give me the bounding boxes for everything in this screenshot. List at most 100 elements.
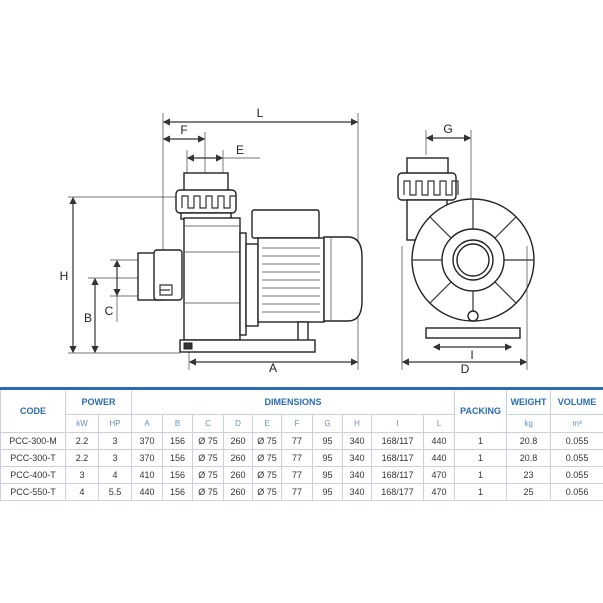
header-row: CODE POWER DIMENSIONS PACKING WEIGHT VOL… (0, 388, 603, 433)
table-cell: 260 (223, 432, 254, 450)
header-packing: PACKING (454, 388, 508, 433)
table-cell: 4 (97, 466, 133, 484)
subheader: D (223, 414, 254, 433)
table-cell: Ø 75 (192, 483, 225, 501)
table-cell: 440 (423, 432, 456, 450)
table-cell: 340 (342, 449, 373, 467)
table-cell: 77 (281, 449, 314, 467)
table-cell: 1 (454, 483, 508, 501)
subheader: F (281, 414, 314, 433)
dim-label-C: C (105, 304, 114, 318)
table-cell: 168/117 (371, 466, 425, 484)
table-cell: 23 (506, 466, 552, 484)
dim-label-L: L (257, 106, 264, 120)
table-cell: 168/177 (371, 483, 425, 501)
table-cell: Ø 75 (252, 449, 283, 467)
table-cell: 3 (65, 466, 99, 484)
subheader: HP (97, 414, 133, 433)
table-cell: Ø 75 (252, 466, 283, 484)
dim-label-D: D (461, 362, 470, 376)
subheader: kg (506, 414, 552, 433)
table-cell: 168/117 (371, 432, 425, 450)
table-cell: 0.056 (550, 483, 603, 501)
table-cell: 1 (454, 466, 508, 484)
subheader: L (423, 414, 456, 433)
table-cell: Ø 75 (192, 432, 225, 450)
table-cell: 0.055 (550, 432, 603, 450)
specifications-table: CODE POWER DIMENSIONS PACKING WEIGHT VOL… (0, 387, 603, 501)
dim-label-F: F (180, 123, 187, 137)
table-cell: 340 (342, 483, 373, 501)
table-cell: 260 (223, 483, 254, 501)
table-cell: 470 (423, 483, 456, 501)
table-cell: 340 (342, 466, 373, 484)
table-cell: 2.2 (65, 432, 99, 450)
table-cell: 156 (162, 432, 194, 450)
subheader: C (192, 414, 225, 433)
subheader: B (162, 414, 194, 433)
table-cell: 440 (423, 449, 456, 467)
table-cell: 156 (162, 483, 194, 501)
table-cell: Ø 75 (192, 449, 225, 467)
table-cell: 5.5 (97, 483, 133, 501)
table-cell: 77 (281, 483, 314, 501)
model-code-cell: PCC-300-T (0, 449, 66, 467)
table-cell: Ø 75 (252, 432, 283, 450)
header-power: POWER (64, 388, 133, 415)
subheader: kW (65, 414, 99, 433)
side-view: L F E H B C A (60, 106, 363, 375)
model-code-cell: PCC-400-T (0, 466, 66, 484)
dim-label-B: B (84, 311, 92, 325)
subheader: G (312, 414, 344, 433)
table-cell: 20.8 (506, 432, 552, 450)
header-volume: VOLUME (550, 388, 603, 415)
dim-label-A: A (269, 361, 277, 375)
header-dimensions: DIMENSIONS (131, 388, 456, 415)
table-cell: 95 (312, 483, 344, 501)
model-code-cell: PCC-550-T (0, 483, 66, 501)
table-cell: 370 (131, 449, 164, 467)
table-cell: 95 (312, 466, 344, 484)
dim-label-E: E (236, 143, 244, 157)
table-cell: 340 (342, 432, 373, 450)
table-cell: 0.055 (550, 466, 603, 484)
dim-label-G: G (443, 122, 452, 136)
front-view: G I D (397, 122, 535, 376)
table-cell: Ø 75 (192, 466, 225, 484)
table-cell: 440 (131, 483, 164, 501)
subheader: A (131, 414, 164, 433)
table-cell: 95 (312, 432, 344, 450)
table-cell: 1 (454, 449, 508, 467)
table-cell: 370 (131, 432, 164, 450)
subheader: m³ (550, 414, 603, 433)
table-cell: 25 (506, 483, 552, 501)
subheader: I (371, 414, 425, 433)
table-cell: 20.8 (506, 449, 552, 467)
table-cell: 4 (65, 483, 99, 501)
table-cell: 2.2 (65, 449, 99, 467)
table-cell: 3 (97, 449, 133, 467)
table-cell: 260 (223, 449, 254, 467)
subheader: E (252, 414, 283, 433)
table-cell: 470 (423, 466, 456, 484)
table-cell: 156 (162, 449, 194, 467)
dim-label-I: I (470, 348, 473, 362)
model-code-cell: PCC-300-M (0, 432, 66, 450)
table-cell: 156 (162, 466, 194, 484)
table-cell: 260 (223, 466, 254, 484)
header-weight: WEIGHT (506, 388, 552, 415)
table-cell: 95 (312, 449, 344, 467)
table-cell: 77 (281, 432, 314, 450)
subheader-row: kW HP A B C D E F G H I L kg m³ (1, 414, 603, 433)
table-cell: 3 (97, 432, 133, 450)
subheader: H (342, 414, 373, 433)
table-cell: 1 (454, 432, 508, 450)
table-cell: 410 (131, 466, 164, 484)
pump-dimension-drawing: L F E H B C A (60, 106, 535, 376)
table-cell: Ø 75 (252, 483, 283, 501)
table-cell: 168/117 (371, 449, 425, 467)
